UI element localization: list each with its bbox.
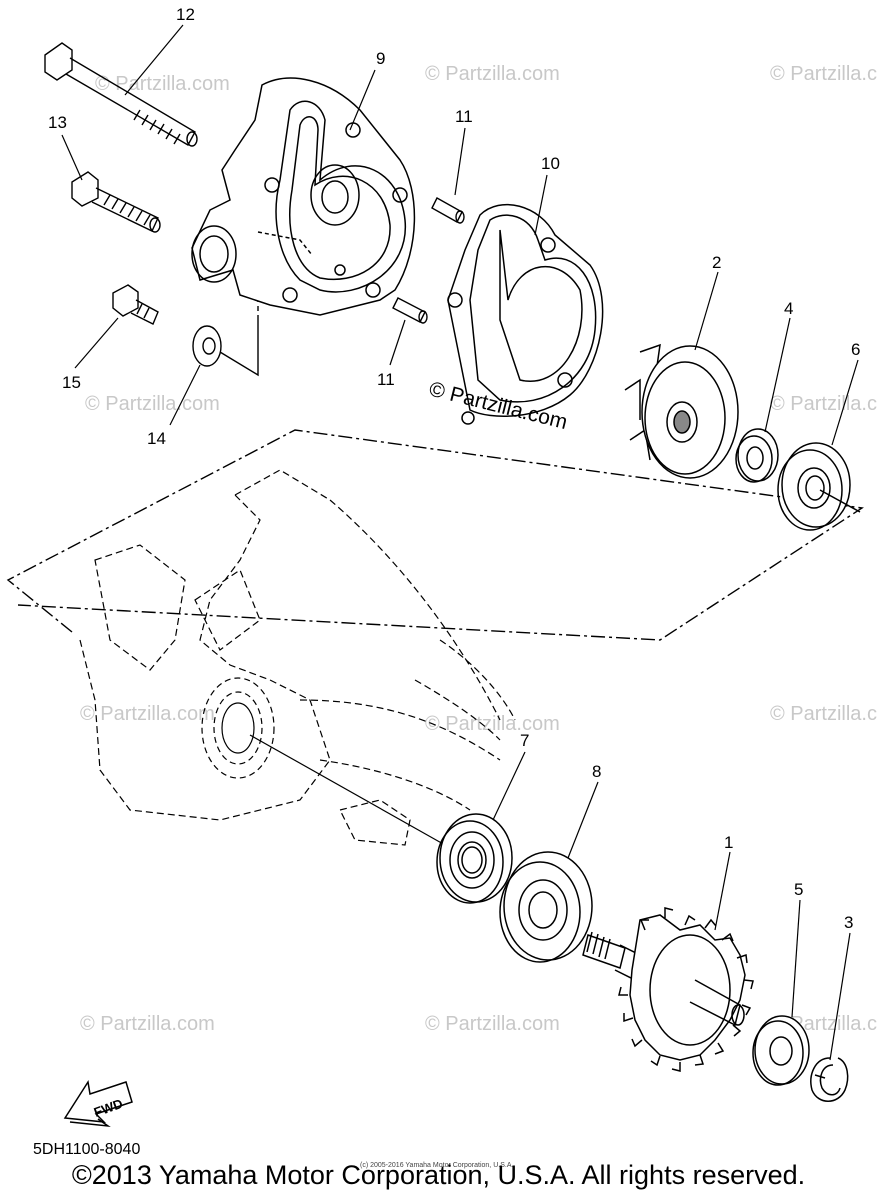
watermark: © Partzilla.com [80,703,215,725]
dowel-pin-11b [392,297,428,324]
callout-12: 12 [176,5,195,24]
watermark: © Partzilla.com [85,393,220,415]
watermark: © Partzilla.com [80,1013,215,1035]
gasket-10 [447,203,604,425]
callout-11-bottom: 11 [377,370,395,389]
watermark: © Partzilla.com [770,63,877,85]
fwd-arrow-icon: FWD [63,1079,133,1128]
callout-4: 4 [784,299,793,318]
crankcase-outline [79,469,516,846]
watermarks: © Partzilla.com © Partzilla.com © Partzi… [80,63,877,1035]
watermark: © Partzilla.com [770,703,877,725]
bolt-13 [71,171,161,233]
callout-15: 15 [62,373,81,392]
bearing-8 [499,851,593,963]
oil-seal-6 [777,442,861,531]
callout-8: 8 [592,762,601,781]
callout-6: 6 [851,340,860,359]
callout-3: 3 [844,913,853,932]
callout-9: 9 [376,49,385,68]
shaft-axis [249,734,446,846]
callout-10: 10 [541,154,560,173]
circlip-3 [810,1057,849,1102]
callout-14: 14 [147,429,166,448]
callout-13: 13 [48,113,67,132]
watermark: © Partzilla.com [425,713,560,735]
impeller-shaft-1 [582,907,754,1072]
copyright-notice: ©2013 Yamaha Motor Corporation, U.S.A. A… [71,1160,806,1190]
bearing-7 [436,813,513,904]
small-copyright: (c) 2005-2016 Yamaha Motor Corporation, … [360,1162,514,1169]
callout-2: 2 [712,253,721,272]
callout-5: 5 [794,880,803,899]
watermark: © Partzilla.com [425,1013,560,1035]
watermark: © Partzilla.com [425,63,560,85]
bolt-12 [44,42,198,147]
diagram-part-code: 5DH1100-8040 [33,1141,141,1158]
dowel-pin-11a [431,197,465,224]
washer-4 [735,428,779,483]
callout-numbers: 12 13 9 11 10 11 15 14 2 4 6 7 8 1 5 3 [48,5,860,932]
callout-11-top: 11 [455,107,473,126]
impeller-2 [624,343,739,479]
washer-5 [752,1015,810,1086]
watermark: © Partzilla.com [770,393,877,415]
leader-lines [61,24,859,1061]
callout-7: 7 [520,731,529,750]
assembly-boundary [6,429,864,641]
watermark: © Partzilla.com [95,73,230,95]
bolt-15 [112,284,159,325]
pump-housing-9 [191,77,416,316]
watermark-main: © Partzilla.com [427,378,570,435]
bearing-seat [201,677,275,779]
callout-1: 1 [724,833,733,852]
